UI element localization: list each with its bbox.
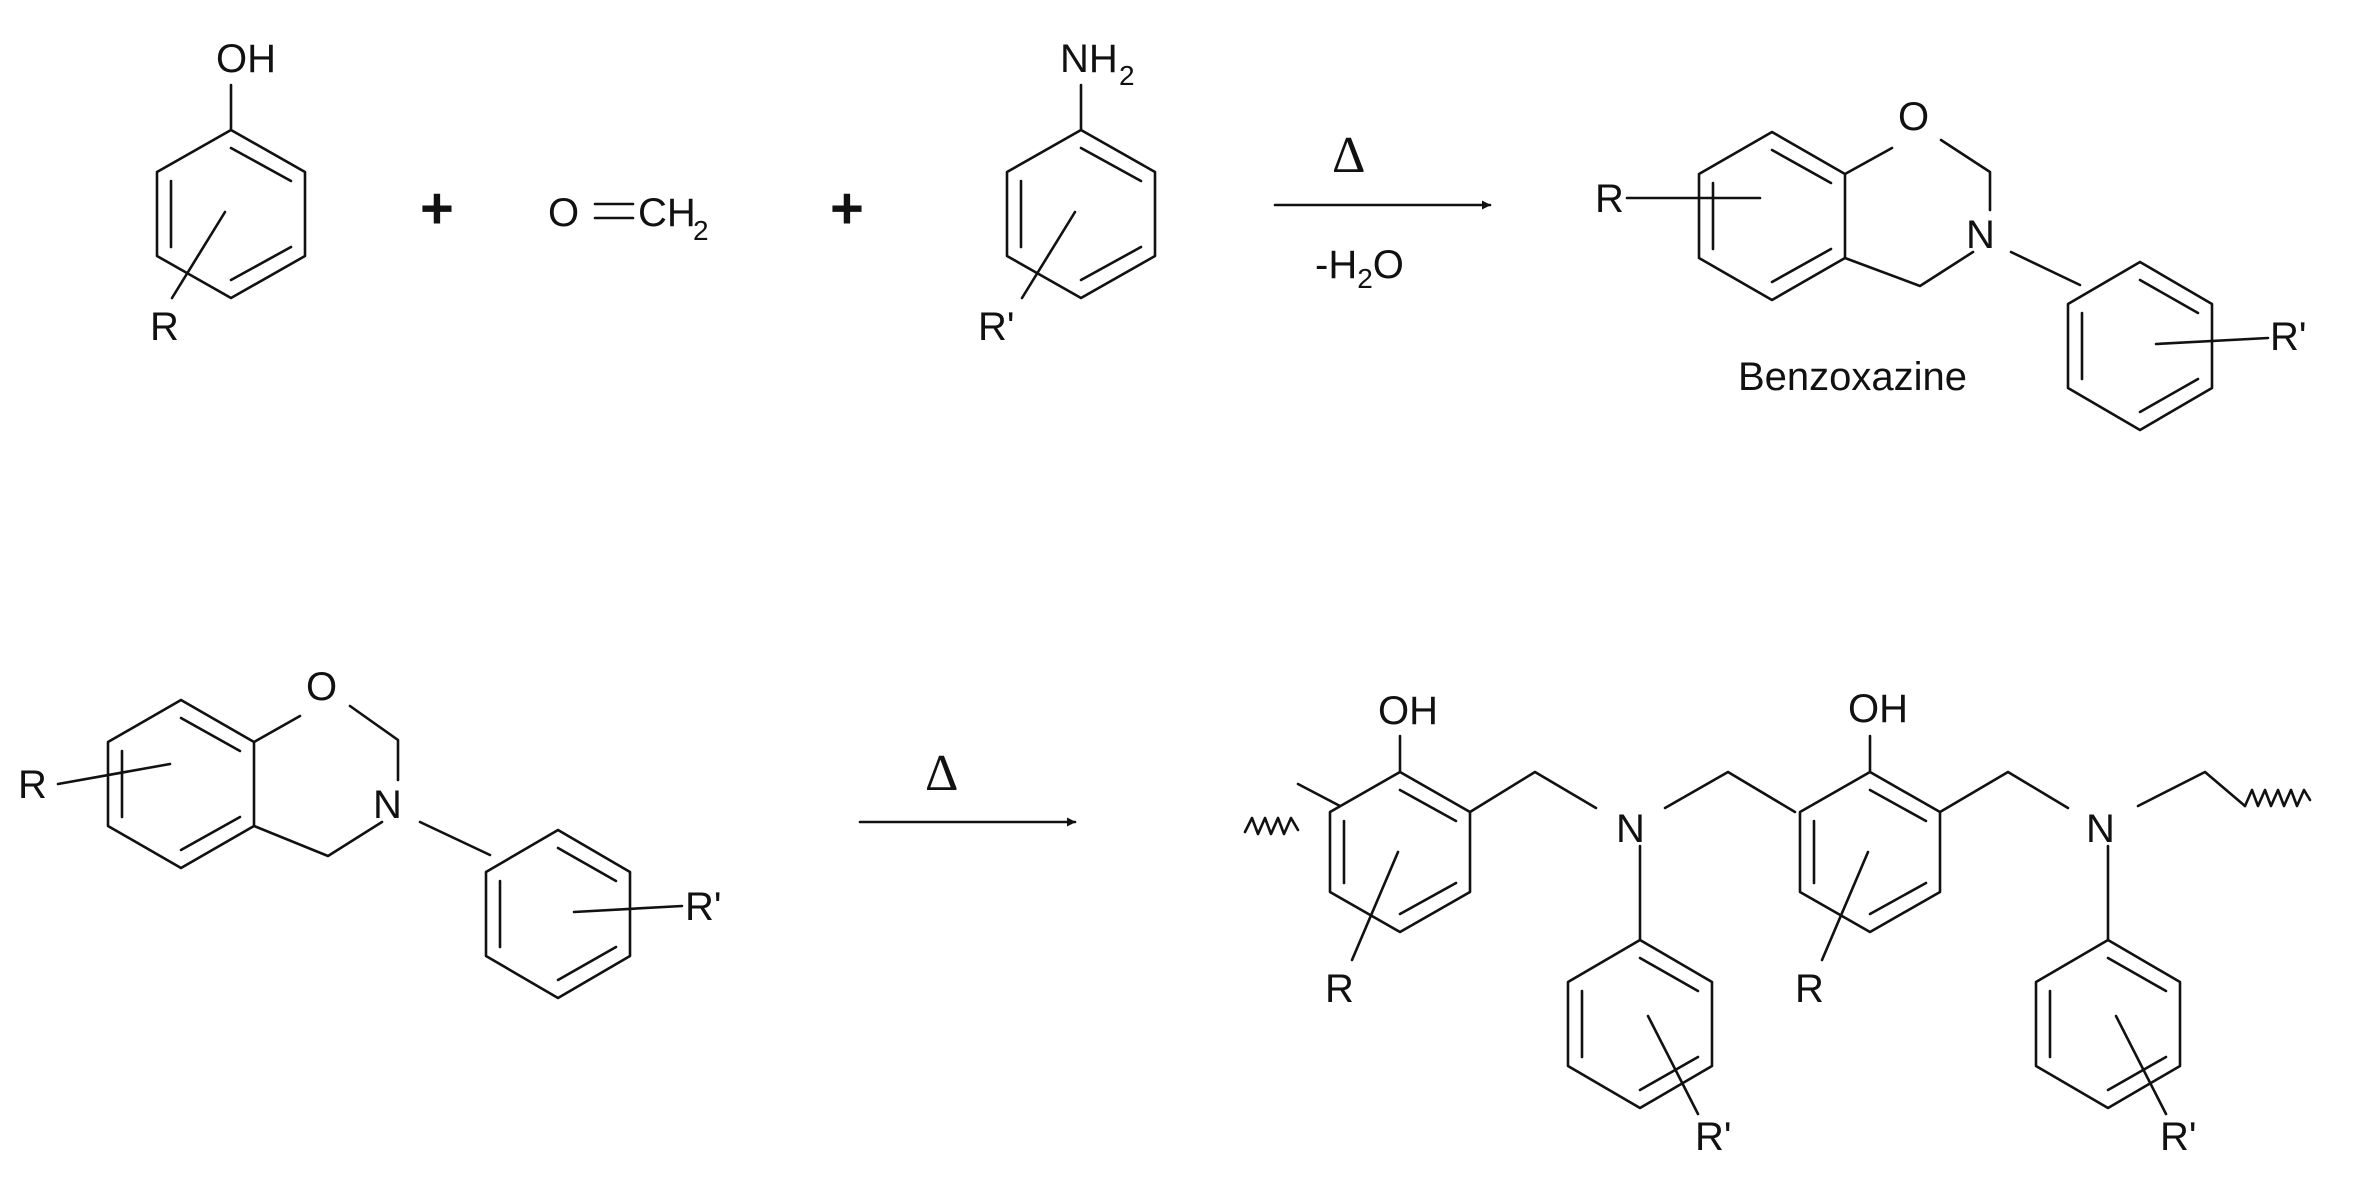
phenol-r-label: R — [150, 305, 179, 349]
benzoxazine-monomer-structure: O N R R' — [18, 665, 722, 1000]
benzoxazine-name-label: Benzoxazine — [1738, 355, 1967, 399]
monomer-n-label: N — [373, 783, 402, 827]
reaction-arrow-2: Δ — [858, 745, 1077, 827]
plus-sign-2: + — [830, 176, 864, 241]
monomer-o-label: O — [306, 665, 337, 709]
phenol-oh-label: OH — [216, 37, 276, 81]
formaldehyde-o-label: O — [548, 191, 579, 235]
polymer-oh-label-2: OH — [1848, 687, 1908, 731]
polybenzoxazine-structure: OH OH N N R R R' R' — [1243, 687, 2312, 1159]
monomer-r-label: R — [18, 763, 47, 807]
benzoxazine-r-prime-label: R' — [2270, 315, 2307, 359]
heat-symbol-2: Δ — [925, 745, 958, 802]
polymer-r-label-1: R — [1325, 967, 1354, 1011]
water-loss-label: -H2O — [1315, 243, 1404, 294]
monomer-r-prime-label: R' — [685, 885, 722, 929]
phenol-structure: OH R — [150, 37, 307, 349]
benzoxazine-n-label: N — [1966, 213, 1995, 257]
reaction-arrow-1: Δ -H2O — [1273, 127, 1492, 294]
aniline-structure: NH 2 R' — [978, 37, 1157, 349]
plus-sign-1: + — [420, 176, 454, 241]
polymer-r-prime-label-1: R' — [1695, 1115, 1732, 1159]
aniline-nh-label: NH — [1060, 37, 1118, 81]
benzoxazine-structure: O N R R' Benzoxazine — [1595, 95, 2307, 432]
heat-symbol-1: Δ — [1332, 127, 1365, 184]
aniline-subscript: 2 — [1119, 60, 1135, 91]
formaldehyde-subscript: 2 — [693, 215, 709, 246]
polymer-n-label-1: N — [1616, 807, 1645, 851]
benzoxazine-o-label: O — [1898, 95, 1929, 139]
formaldehyde-structure: O CH 2 — [548, 191, 709, 246]
polymer-r-prime-label-2: R' — [2160, 1115, 2197, 1159]
polymer-n-label-2: N — [2086, 807, 2115, 851]
aniline-r-prime-label: R' — [978, 305, 1015, 349]
formaldehyde-ch-label: CH — [638, 191, 696, 235]
polymer-r-label-2: R — [1795, 967, 1824, 1011]
benzoxazine-r-label: R — [1595, 177, 1624, 221]
polymer-oh-label-1: OH — [1378, 689, 1438, 733]
